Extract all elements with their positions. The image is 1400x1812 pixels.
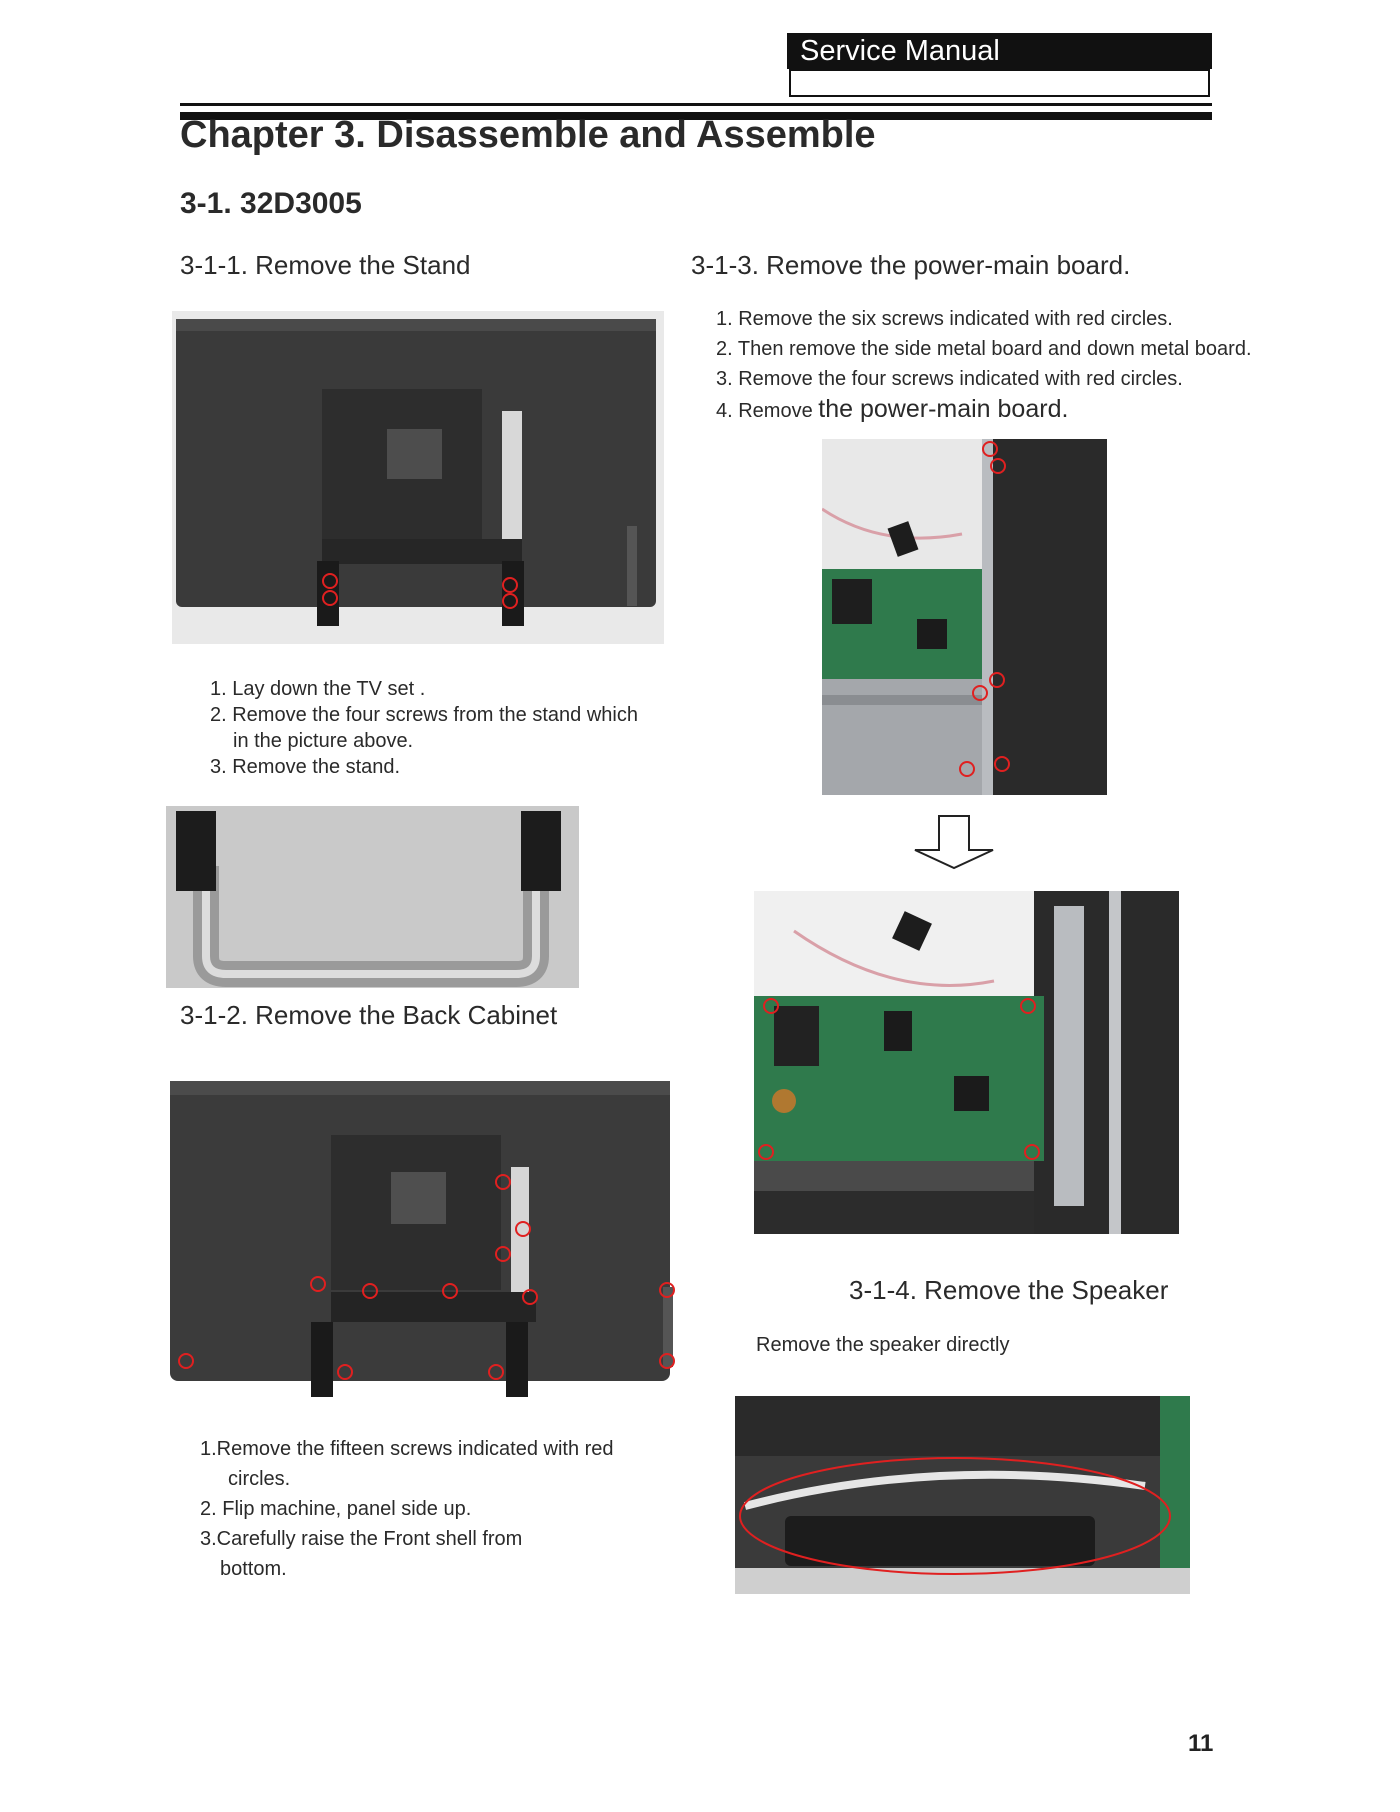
screw-marker-icon (972, 685, 988, 701)
screw-marker-icon (322, 590, 338, 606)
screw-marker-icon (515, 1221, 531, 1237)
section-title: 3-1. 32D3005 (180, 187, 362, 220)
chapter-title: Chapter 3. Disassemble and Assemble (180, 114, 876, 156)
stand-step-2: 2. Remove the four screws from the stand… (210, 704, 638, 726)
back-cabinet-step-1: 1.Remove the fifteen screws indicated wi… (200, 1438, 614, 1460)
screw-marker-icon (758, 1144, 774, 1160)
screw-marker-icon (522, 1289, 538, 1305)
screw-marker-icon (502, 593, 518, 609)
screw-marker-icon (1020, 998, 1036, 1014)
header-rule-thin (180, 103, 1212, 106)
screw-marker-icon (659, 1353, 675, 1369)
stand-photo (166, 806, 579, 988)
stand-step-2-cont: in the picture above. (233, 730, 414, 752)
speaker-marker-icon (739, 1457, 1171, 1575)
board-step-4: 4. Remove the power-main board. (716, 394, 1252, 426)
back-cabinet-step-3-cont: bottom. (220, 1558, 287, 1580)
board-before-photo (822, 439, 1107, 795)
screw-marker-icon (495, 1174, 511, 1190)
stand-steps: 1. Lay down the TV set . 2. Remove the f… (210, 676, 638, 780)
screw-marker-icon (495, 1246, 511, 1262)
speaker-heading: 3-1-4. Remove the Speaker (849, 1275, 1169, 1305)
board-step-2: 2. Then remove the side metal board and … (716, 338, 1252, 360)
screw-marker-icon (989, 672, 1005, 688)
speaker-photo (735, 1396, 1190, 1594)
speaker-instruction: Remove the speaker directly (756, 1334, 1010, 1356)
down-arrow-icon (911, 814, 997, 870)
screw-marker-icon (322, 573, 338, 589)
back-cabinet-step-3: 3.Carefully raise the Front shell from (200, 1528, 523, 1550)
stand-heading: 3-1-1. Remove the Stand (180, 250, 471, 280)
board-after-photo (754, 891, 1179, 1234)
screw-marker-icon (959, 761, 975, 777)
back-cabinet-step-2: 2. Flip machine, panel side up. (200, 1498, 472, 1520)
board-step-4-rest: the power-main board. (818, 395, 1069, 423)
screw-marker-icon (990, 458, 1006, 474)
back-cabinet-steps: 1.Remove the fifteen screws indicated wi… (200, 1434, 614, 1584)
tv-back-cabinet-photo (166, 1077, 678, 1407)
board-heading: 3-1-3. Remove the power-main board. (691, 250, 1131, 280)
screw-marker-icon (337, 1364, 353, 1380)
header-bar (787, 33, 1212, 69)
stand-step-3: 3. Remove the stand. (210, 756, 401, 778)
screw-marker-icon (488, 1364, 504, 1380)
screw-marker-icon (178, 1353, 194, 1369)
board-steps: 1. Remove the six screws indicated with … (716, 304, 1252, 426)
screw-marker-icon (442, 1283, 458, 1299)
manual-title: Service Manual (800, 35, 1000, 67)
tv-back-stand-photo (172, 311, 664, 644)
back-cabinet-heading: 3-1-2. Remove the Back Cabinet (180, 1000, 558, 1030)
header-rule-thick (180, 112, 1212, 120)
board-step-3: 3. Remove the four screws indicated with… (716, 368, 1183, 390)
back-cabinet-step-1-cont: circles. (228, 1468, 291, 1490)
board-step-1: 1. Remove the six screws indicated with … (716, 308, 1173, 330)
screw-marker-icon (1024, 1144, 1040, 1160)
screw-marker-icon (659, 1282, 675, 1298)
page-number: 11 (1188, 1730, 1214, 1757)
board-step-4-prefix: 4. Remove (716, 400, 813, 422)
screw-marker-icon (310, 1276, 326, 1292)
screw-marker-icon (502, 577, 518, 593)
screw-marker-icon (982, 441, 998, 457)
screw-marker-icon (362, 1283, 378, 1299)
screw-marker-icon (763, 998, 779, 1014)
stand-step-1: 1. Lay down the TV set . (210, 678, 426, 700)
header-box (789, 69, 1210, 97)
screw-marker-icon (994, 756, 1010, 772)
